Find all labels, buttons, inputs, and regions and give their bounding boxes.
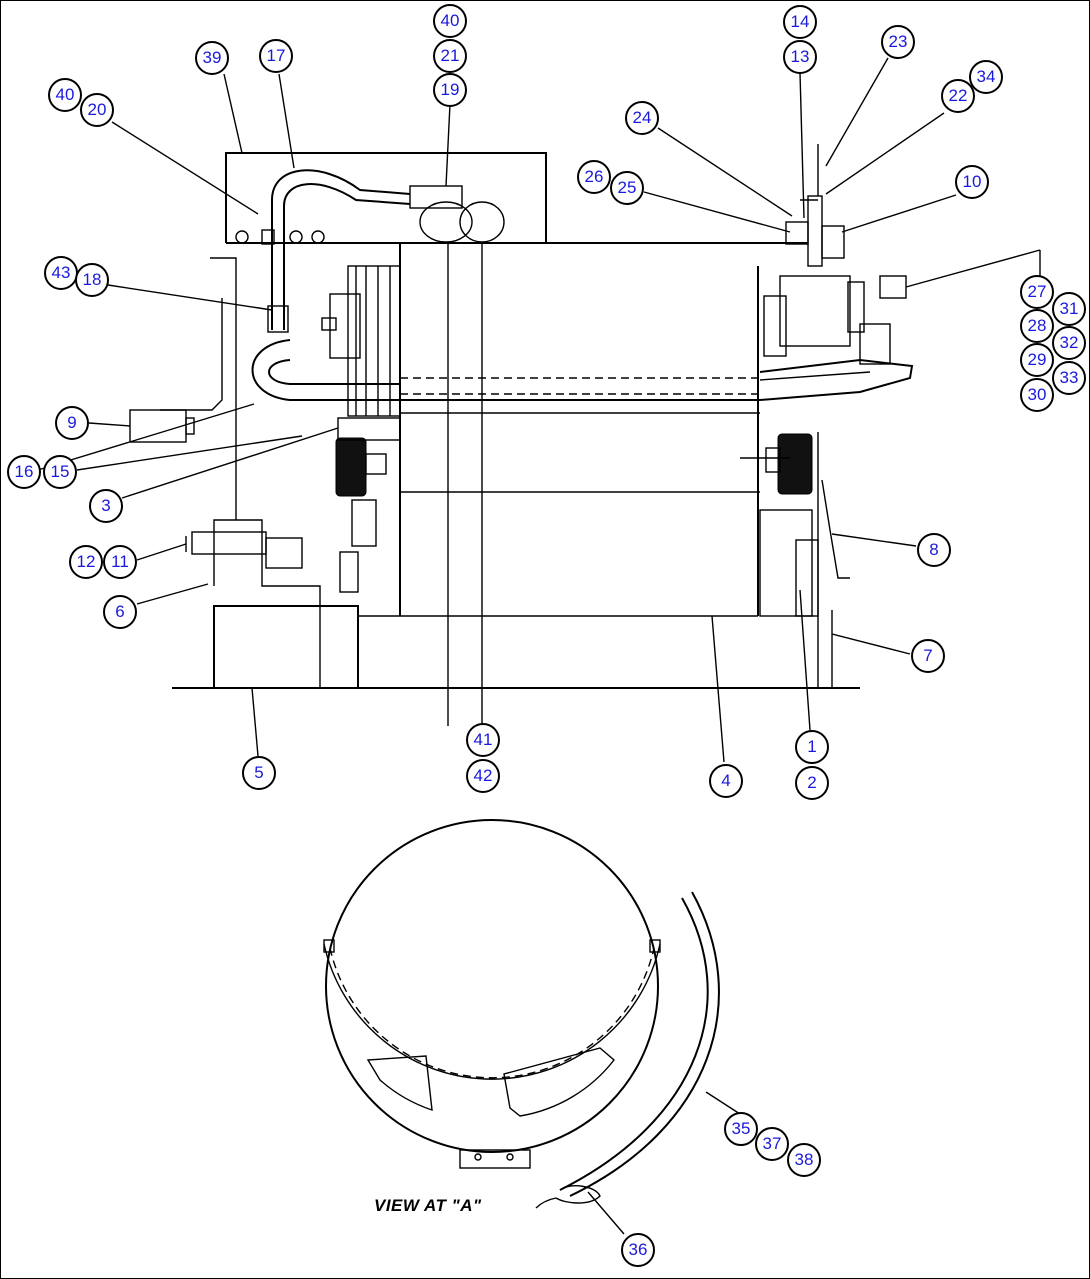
callout-16[interactable]: 16 [7,455,41,489]
callout-30[interactable]: 30 [1020,378,1054,412]
callout-8[interactable]: 8 [917,533,951,567]
upper-assembly-view [129,144,1041,726]
leader-lines [37,57,957,763]
callout-31[interactable]: 31 [1052,292,1086,326]
callout-6[interactable]: 6 [103,595,137,629]
callout-9[interactable]: 9 [55,406,89,440]
callout-1[interactable]: 1 [795,730,829,764]
callout-35[interactable]: 35 [724,1112,758,1146]
callout-34[interactable]: 34 [969,60,1003,94]
callout-11[interactable]: 11 [103,545,137,579]
callout-36[interactable]: 36 [621,1233,655,1267]
callout-3[interactable]: 3 [89,489,123,523]
callout-20[interactable]: 20 [80,93,114,127]
callout-32[interactable]: 32 [1052,326,1086,360]
callout-5[interactable]: 5 [242,756,276,790]
callout-43[interactable]: 43 [44,256,78,290]
callout-18[interactable]: 18 [75,263,109,297]
callout-2[interactable]: 2 [795,766,829,800]
callout-28[interactable]: 28 [1020,309,1054,343]
callout-17[interactable]: 17 [259,39,293,73]
callout-7[interactable]: 7 [911,639,945,673]
callout-40-top[interactable]: 40 [433,4,467,38]
view-a-ring-drawing [323,819,741,1235]
callout-26[interactable]: 26 [577,160,611,194]
callout-24[interactable]: 24 [625,101,659,135]
callout-38[interactable]: 38 [787,1143,821,1177]
callout-33[interactable]: 33 [1052,361,1086,395]
callout-12[interactable]: 12 [69,545,103,579]
callout-37[interactable]: 37 [755,1127,789,1161]
callout-23[interactable]: 23 [881,25,915,59]
callout-27[interactable]: 27 [1020,275,1054,309]
callout-29[interactable]: 29 [1020,343,1054,377]
callout-10[interactable]: 10 [955,165,989,199]
callout-19[interactable]: 19 [433,73,467,107]
callout-42[interactable]: 42 [466,759,500,793]
callout-40-left[interactable]: 40 [48,78,82,112]
callout-13[interactable]: 13 [783,40,817,74]
view-a-label: VIEW AT "A" [374,1196,482,1215]
callout-41[interactable]: 41 [466,723,500,757]
callout-15[interactable]: 15 [43,455,77,489]
callout-39[interactable]: 39 [195,41,229,75]
callout-4[interactable]: 4 [709,764,743,798]
callout-22[interactable]: 22 [941,79,975,113]
callout-14[interactable]: 14 [783,5,817,39]
callout-25[interactable]: 25 [610,171,644,205]
callout-21[interactable]: 21 [433,39,467,73]
